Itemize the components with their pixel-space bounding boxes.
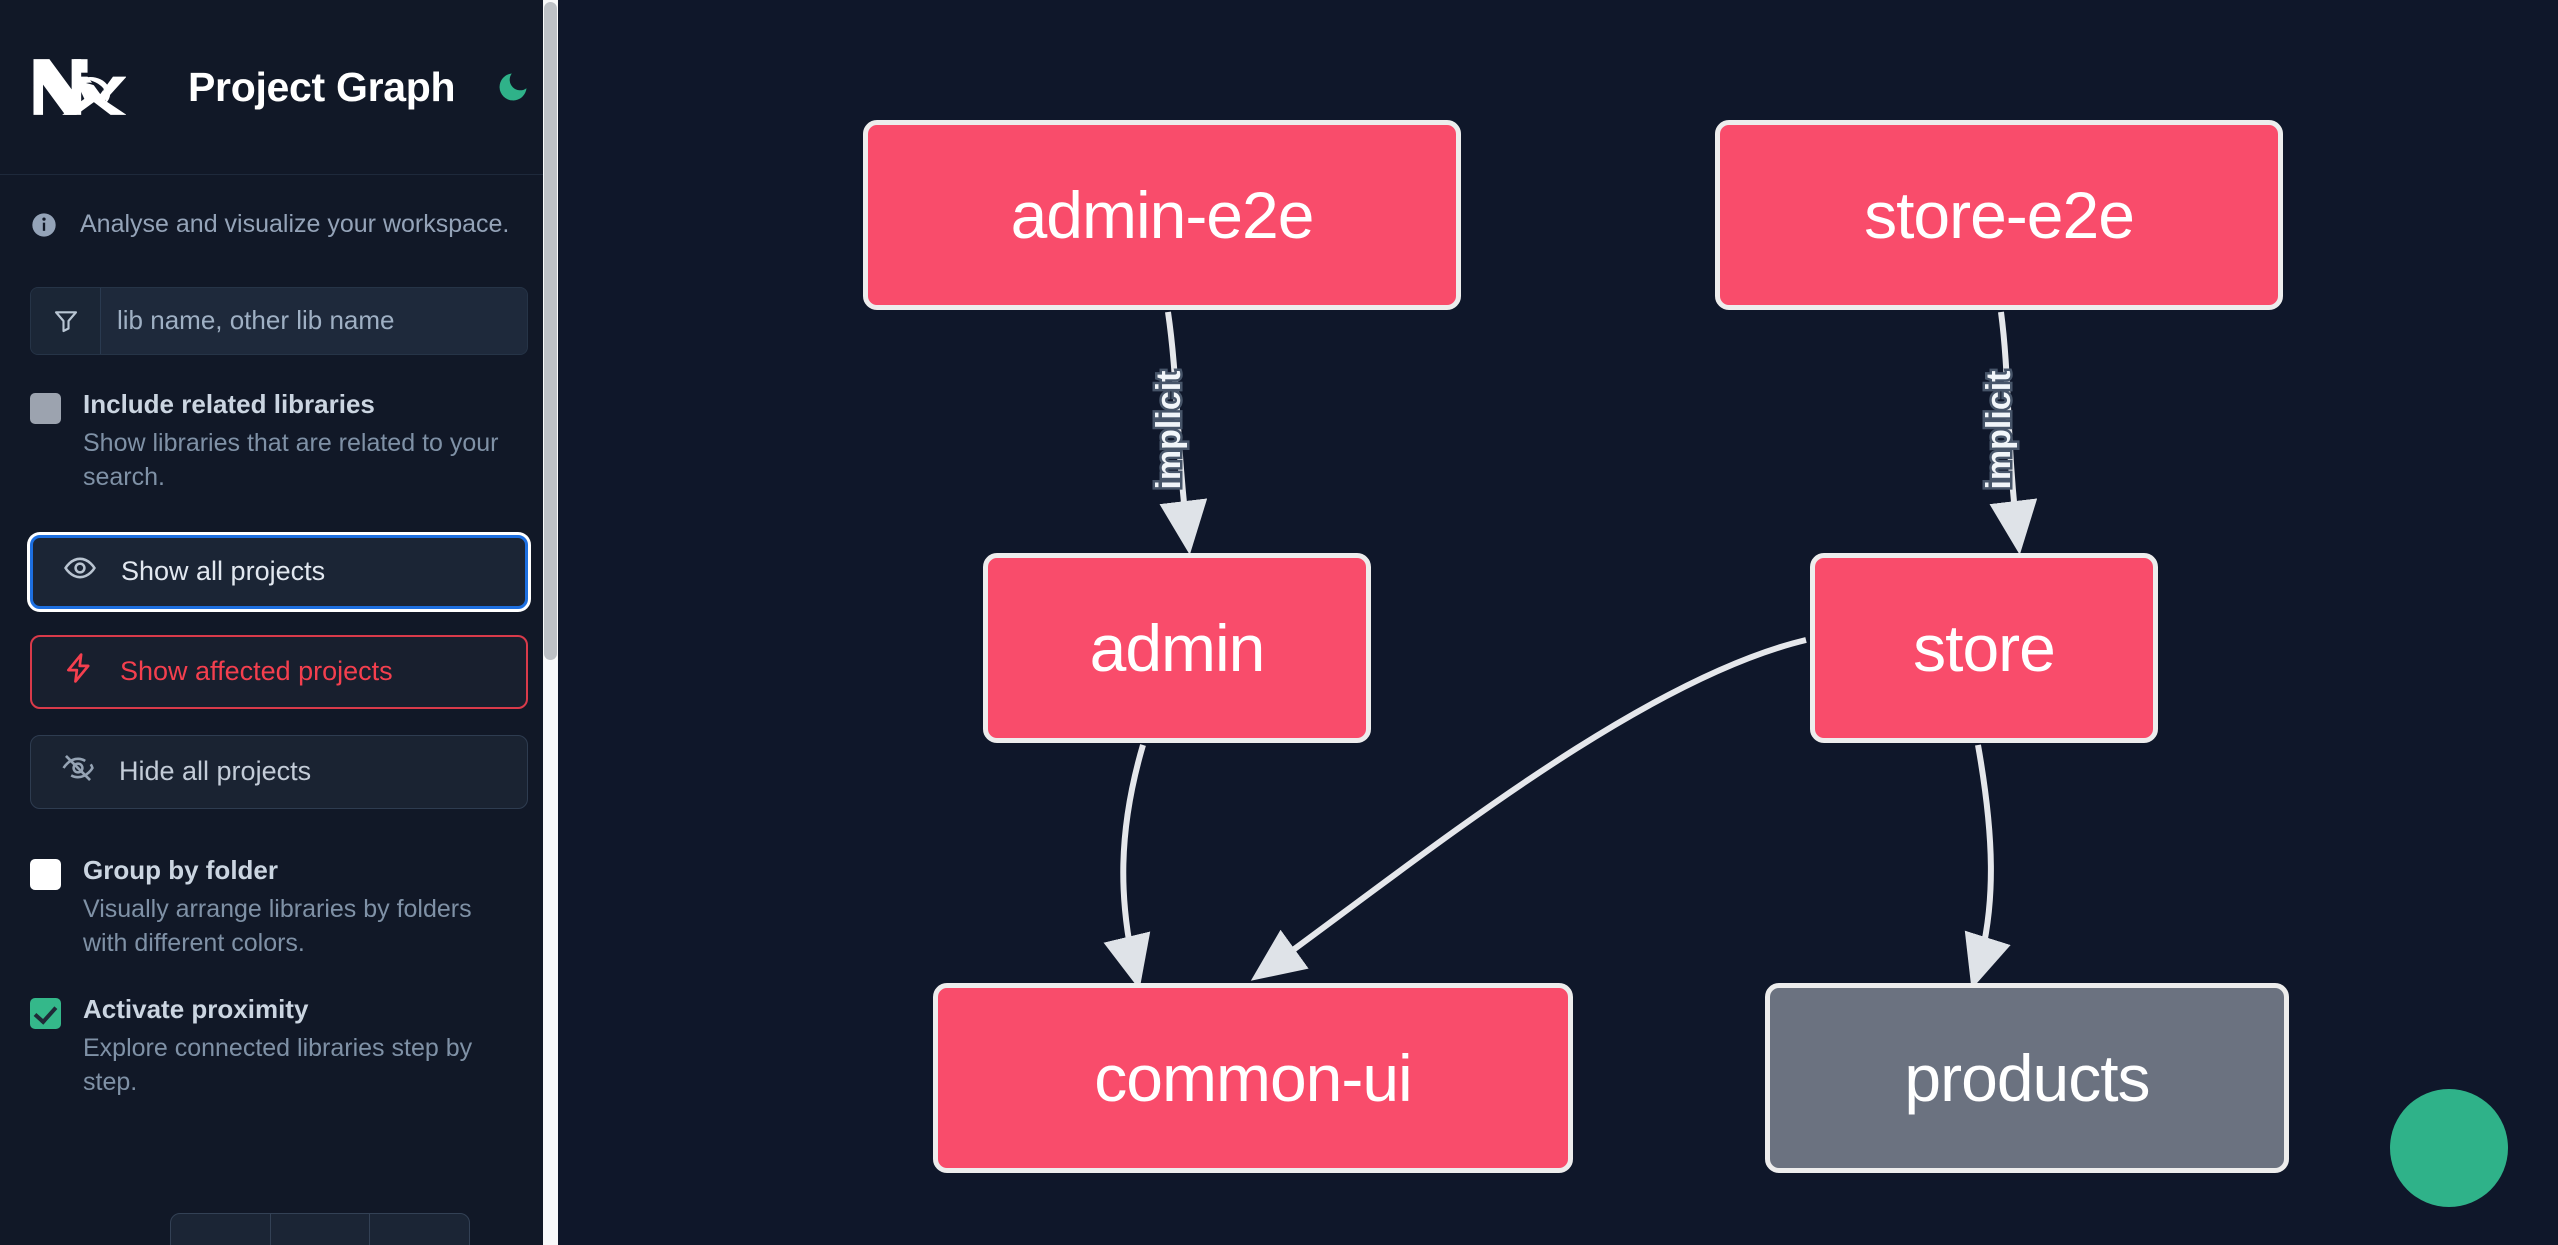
proximity-stepper-group[interactable]	[170, 1213, 470, 1245]
graph-node-admin[interactable]: admin	[983, 553, 1371, 743]
graph-node-products[interactable]: products	[1765, 983, 2289, 1173]
download-button[interactable]	[2390, 1089, 2508, 1207]
moon-icon[interactable]	[491, 65, 535, 109]
sidebar-header: Project Graph	[0, 0, 558, 175]
sidebar: Project Graph Analyse and visualize your…	[0, 0, 558, 1245]
edge-store-to-common-ui	[1250, 637, 1807, 981]
checkbox-label-include-related: Include related libraries	[83, 388, 375, 419]
projects-button-group: Show all projects Show affected projects	[0, 534, 558, 809]
edge-label-implicit-admin: implicit	[1150, 370, 1188, 489]
proximity-decrease-button[interactable]	[171, 1214, 271, 1245]
graph-node-label-common-ui: common-ui	[1094, 1041, 1412, 1115]
proximity-increase-button[interactable]	[370, 1214, 469, 1245]
edge-admin-to-common-ui	[1103, 744, 1151, 990]
graph-node-label-admin-e2e: admin-e2e	[1010, 178, 1315, 252]
filter-search-box[interactable]	[30, 286, 528, 355]
checkbox-label-group-by-folder: Group by folder	[83, 854, 278, 885]
page-title: Project Graph	[188, 63, 456, 110]
show-affected-projects-button[interactable]: Show affected projects	[30, 634, 528, 709]
graph-node-label-admin: admin	[1089, 611, 1266, 685]
sidebar-scrollbar[interactable]	[543, 0, 558, 1245]
graph-node-label-products: products	[1904, 1041, 2150, 1115]
graph-node-admin-e2e[interactable]: admin-e2e	[863, 120, 1461, 310]
edge-store-to-products	[1964, 744, 2011, 990]
nx-logo-icon	[30, 56, 127, 118]
graph-node-store-e2e[interactable]: store-e2e	[1715, 120, 2283, 310]
eye-icon	[63, 551, 97, 592]
checkbox-box-group-by-folder[interactable]	[30, 858, 61, 890]
show-all-projects-label: Show all projects	[121, 556, 326, 587]
checkbox-label-activate-proximity: Activate proximity	[83, 993, 309, 1024]
checkbox-desc-group-by-folder: Visually arrange libraries by folders wi…	[83, 894, 472, 958]
edge-label-implicit-store: implicit	[1980, 370, 2018, 489]
sidebar-scrollbar-thumb[interactable]	[544, 2, 557, 660]
edge-store-e2e-to-store	[1989, 311, 2038, 555]
graph-canvas[interactable]: implicit implicit admin-e2e store-e2e ad…	[558, 0, 2558, 1245]
checkbox-desc-include-related: Show libraries that are related to your …	[83, 428, 499, 492]
search-input[interactable]	[101, 287, 527, 354]
edge-admin-e2e-to-admin	[1159, 311, 1208, 555]
graph-node-label-store: store	[1913, 611, 2056, 685]
info-row: Analyse and visualize your workspace.	[0, 175, 558, 241]
checkbox-activate-proximity[interactable]: Activate proximity Explore connected lib…	[0, 992, 558, 1100]
proximity-value-display	[271, 1214, 371, 1245]
hide-all-projects-button[interactable]: Hide all projects	[30, 734, 528, 809]
info-circle-icon	[30, 211, 58, 239]
checkbox-group-by-folder[interactable]: Group by folder Visually arrange librari…	[0, 853, 558, 961]
checkbox-include-related-libraries[interactable]: Include related libraries Show libraries…	[0, 387, 558, 495]
graph-node-label-store-e2e: store-e2e	[1864, 178, 2135, 252]
checkbox-box-activate-proximity[interactable]	[30, 997, 61, 1029]
checkbox-box-include-related[interactable]	[30, 392, 61, 424]
hide-all-projects-label: Hide all projects	[119, 756, 312, 787]
funnel-filter-icon	[31, 287, 101, 354]
lightning-bolt-icon	[62, 651, 96, 692]
graph-edges: implicit implicit	[1103, 311, 2038, 990]
graph-node-store[interactable]: store	[1810, 553, 2158, 743]
show-all-projects-button[interactable]: Show all projects	[30, 534, 528, 609]
eye-off-icon	[61, 751, 95, 792]
info-text: Analyse and visualize your workspace.	[80, 210, 510, 238]
graph-node-common-ui[interactable]: common-ui	[933, 983, 1573, 1173]
show-affected-projects-label: Show affected projects	[120, 656, 393, 687]
checkbox-desc-activate-proximity: Explore connected libraries step by step…	[83, 1033, 473, 1097]
